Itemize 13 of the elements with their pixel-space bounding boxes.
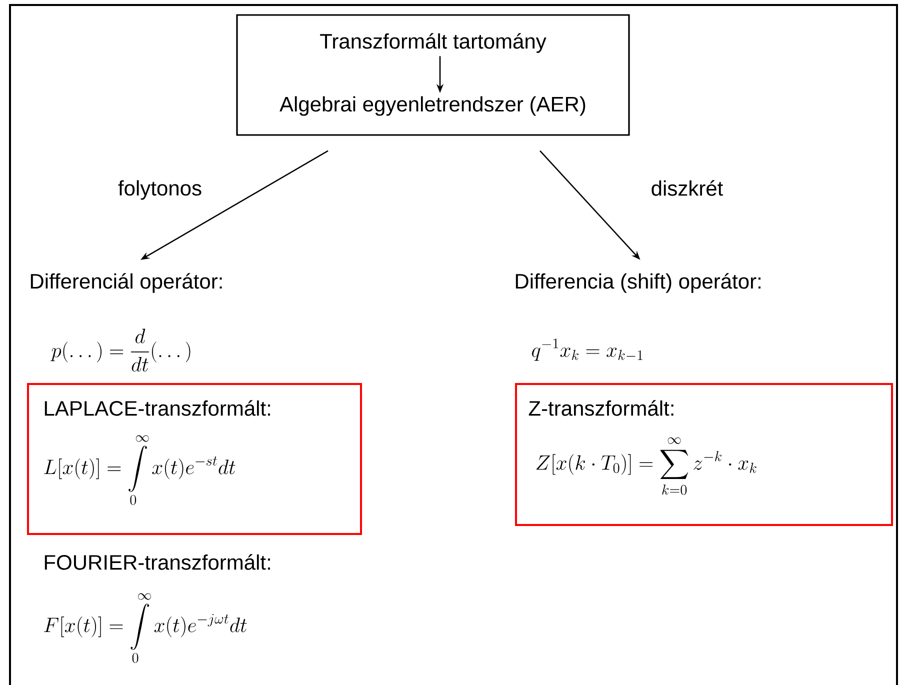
heading: Algebrai egyenletrendszer (AER) [280, 96, 586, 116]
formula: $q^{-1}x_k = x_{k-1}$ [532, 338, 642, 361]
formula-box: Z-transzformált: $Z[x(k\cdot T_0)] = \sum_{k=0}^{\infty} z^{-k}\cdot x_k$ [515, 383, 894, 526]
formula: $F[x(t)] = \int\limits_0^\infty x(t)e^{-j\omega t}dt$ [44, 593, 247, 663]
heading: Transzformált tartomány [320, 33, 546, 53]
formula-box: LAPLACE-transzformált: $L[x(t)] = \int\limits_0^\infty x(t)e^{-st}dt$ [27, 383, 362, 535]
edge-label: folytonos [116, 179, 204, 201]
heading-box [236, 14, 630, 136]
edge-label: diszkrét [650, 179, 724, 197]
heading: Differenciál operátor: [30, 273, 222, 293]
heading: Differencia (shift) operátor: [516, 273, 760, 293]
caption-text: FOURIER-transzformált: [44, 554, 270, 570]
formula: $p(\dots) = \frac{d}{dt}(\dots)$ [50, 328, 190, 372]
